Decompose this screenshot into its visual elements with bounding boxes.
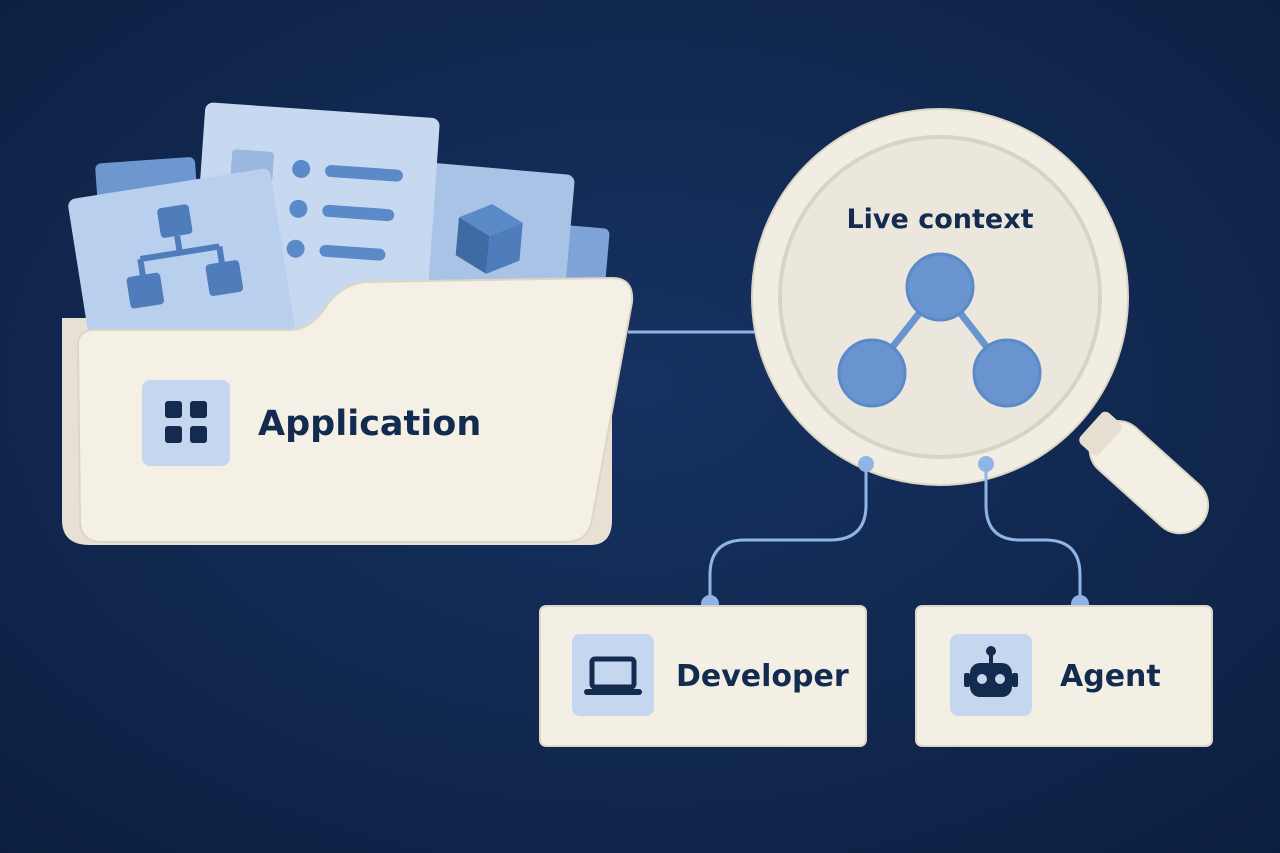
document-hierarchy — [68, 168, 296, 372]
app-grid-icon — [142, 380, 230, 466]
robot-icon — [950, 634, 1032, 716]
connector-lens-developer — [708, 464, 868, 604]
connector-lens-agent — [984, 464, 1082, 604]
application-folder: Application — [62, 102, 634, 545]
graph-network-icon — [837, 252, 1042, 408]
connector-dot — [978, 456, 994, 472]
folder-front — [76, 276, 634, 543]
live-context-label: Live context — [846, 204, 1033, 235]
application-label: Application — [258, 404, 481, 444]
live-context-magnifier: Live context — [751, 108, 1210, 535]
hierarchy-icon — [126, 204, 244, 309]
agent-label: Agent — [1060, 659, 1161, 694]
list-icon — [286, 159, 403, 261]
laptop-icon — [572, 634, 654, 716]
developer-node: Developer — [539, 605, 867, 747]
developer-label: Developer — [676, 659, 849, 694]
agent-node: Agent — [915, 605, 1213, 747]
magnifier-handle — [1079, 411, 1210, 535]
cube-icon — [455, 204, 523, 274]
connector-dot — [858, 456, 874, 472]
